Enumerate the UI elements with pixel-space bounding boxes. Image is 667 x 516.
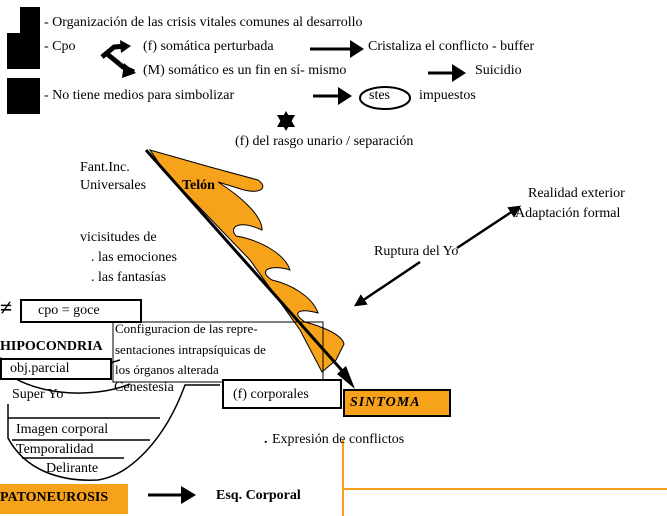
line-cristaliza: Cristaliza el conflicto - buffer xyxy=(368,39,535,54)
black-square-1 xyxy=(20,7,40,33)
arrowhead-stes xyxy=(338,87,352,105)
imagen-corporal: Imagen corporal xyxy=(16,422,109,437)
arrowhead-suicidio xyxy=(452,64,466,82)
cenestesia: Cenestesia xyxy=(114,380,174,395)
config-line-1: Configuracion de las repre- xyxy=(115,321,258,336)
expresion-dot: . xyxy=(264,432,268,447)
sintoma-box xyxy=(343,389,451,417)
realidad-arrow xyxy=(456,205,522,250)
obj-parcial: obj.parcial xyxy=(10,361,70,376)
vicisitudes: vicisitudes de xyxy=(80,230,157,245)
telon-diagonal-arrow xyxy=(144,149,348,376)
black-square-2 xyxy=(7,33,40,69)
config-line-2: sentaciones intrapsíquicas de xyxy=(115,342,266,357)
cpo-goce-box xyxy=(20,299,142,323)
f-corporales: (f) corporales xyxy=(233,387,309,402)
line-stes: stes xyxy=(369,88,390,103)
adaptacion-formal: Adaptación formal xyxy=(515,206,621,221)
f-corporales-box xyxy=(222,379,342,409)
emociones: . las emociones xyxy=(91,250,177,265)
arrowhead-cristaliza xyxy=(350,40,364,58)
cross-star-icon xyxy=(277,111,295,131)
esq-corporal: Esq. Corporal xyxy=(216,488,301,503)
line-cpo: - Cpo xyxy=(44,39,76,54)
telon-label: Telón xyxy=(182,178,215,193)
line-suicidio: Suicidio xyxy=(475,63,522,78)
line-somatica: (f) somática perturbada xyxy=(143,39,274,54)
temporalidad: Temporalidad xyxy=(16,442,94,457)
line-m-somatico: (M) somático es un fin en sí- mismo xyxy=(143,63,347,78)
expresion-conflictos: Expresión de conflictos xyxy=(272,432,405,447)
ruptura-del-yo: Ruptura del Yo xyxy=(374,244,459,259)
stes-oval xyxy=(359,86,411,110)
arrowhead-esq xyxy=(181,486,196,504)
config-box xyxy=(112,321,324,383)
fantasias: . las fantasías xyxy=(91,270,167,285)
ruptura-arrow xyxy=(353,260,421,307)
patoneurosis-box xyxy=(0,484,128,514)
fant-inc: Fant.Inc. xyxy=(80,160,130,175)
bowl-big xyxy=(7,384,220,481)
patoneurosis: PATONEUROSIS xyxy=(0,490,109,505)
line-organizacion: - Organización de las crisis vitales com… xyxy=(44,15,363,30)
cpo-arrowhead-top xyxy=(120,40,131,53)
black-square-3 xyxy=(7,78,40,114)
super-yo: Super Yo xyxy=(12,387,64,402)
hipocondria: HIPOCONDRIA xyxy=(0,339,103,354)
universales: Universales xyxy=(80,178,147,193)
delirante: Delirante xyxy=(46,461,99,476)
line-rasgo-unario: (f) del rasgo unario / separación xyxy=(235,134,414,149)
line-impuestos: impuestos xyxy=(419,88,476,103)
sintoma-label: SINTOMA xyxy=(350,395,421,410)
line-simbolizar: - No tiene medios para simbolizar xyxy=(44,88,235,103)
cpo-arrowhead-bottom xyxy=(122,63,136,78)
telon-diagonal-arrowhead xyxy=(337,366,355,389)
realidad-exterior: Realidad exterior xyxy=(528,186,625,201)
obj-parcial-box xyxy=(0,358,112,380)
thick-arrows xyxy=(148,47,458,497)
config-line-3: los órganos alterada xyxy=(115,362,219,377)
not-equal-sign: ≠ xyxy=(0,295,13,320)
cpo-goce: cpo = goce xyxy=(38,303,100,318)
